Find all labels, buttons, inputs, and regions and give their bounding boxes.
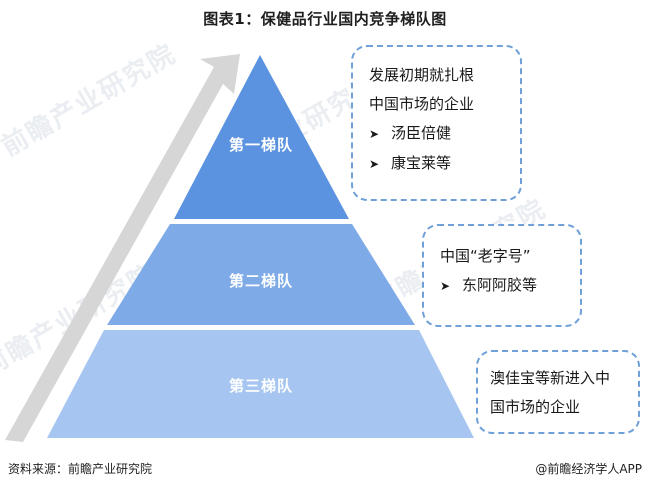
tier-1-shape bbox=[174, 55, 349, 219]
tier-3-shape bbox=[47, 330, 474, 438]
tier-2-callout: 中国“老字号” ➤ 东阿阿胶等 bbox=[422, 224, 582, 327]
arrow-bullet-icon: ➤ bbox=[369, 157, 380, 171]
source-note: 资料来源：前瞻产业研究院 bbox=[8, 462, 153, 476]
callout-bullet-text: 汤臣倍健 bbox=[391, 124, 452, 142]
callout-bullet-text: 康宝莱等 bbox=[391, 154, 452, 172]
tier-2-shape bbox=[107, 224, 415, 325]
tier-2-label: 第二梯队 bbox=[228, 272, 293, 290]
callout-text: 澳佳宝等新进入中 bbox=[490, 369, 611, 387]
callout-bullet-text: 东阿阿胶等 bbox=[462, 276, 538, 294]
callout-text: 中国市场的企业 bbox=[369, 95, 475, 113]
callout-text: 中国“老字号” bbox=[440, 247, 531, 265]
chart-title: 图表1：保健品行业国内竞争梯队图 bbox=[203, 10, 447, 28]
tier-3-label: 第三梯队 bbox=[228, 377, 293, 395]
callout-text: 国市场的企业 bbox=[490, 398, 581, 416]
tier-1-callout: 发展初期就扎根 中国市场的企业 ➤ 汤臣倍健 ➤ 康宝莱等 bbox=[351, 45, 522, 201]
callout-bullet-item: ➤ 东阿阿胶等 bbox=[440, 271, 580, 301]
callout-bullet-item: ➤ 汤臣倍健 bbox=[369, 119, 520, 149]
brand-credit: @前瞻经济学人APP bbox=[535, 462, 642, 476]
tier-1-label: 第一梯队 bbox=[228, 136, 293, 154]
arrow-bullet-icon: ➤ bbox=[440, 279, 451, 293]
tier-3-callout: 澳佳宝等新进入中 国市场的企业 bbox=[476, 350, 640, 434]
callout-text: 发展初期就扎根 bbox=[369, 66, 475, 84]
callout-bullet-item: ➤ 康宝莱等 bbox=[369, 149, 520, 179]
growth-arrow-icon bbox=[5, 54, 240, 442]
arrow-bullet-icon: ➤ bbox=[369, 127, 380, 141]
